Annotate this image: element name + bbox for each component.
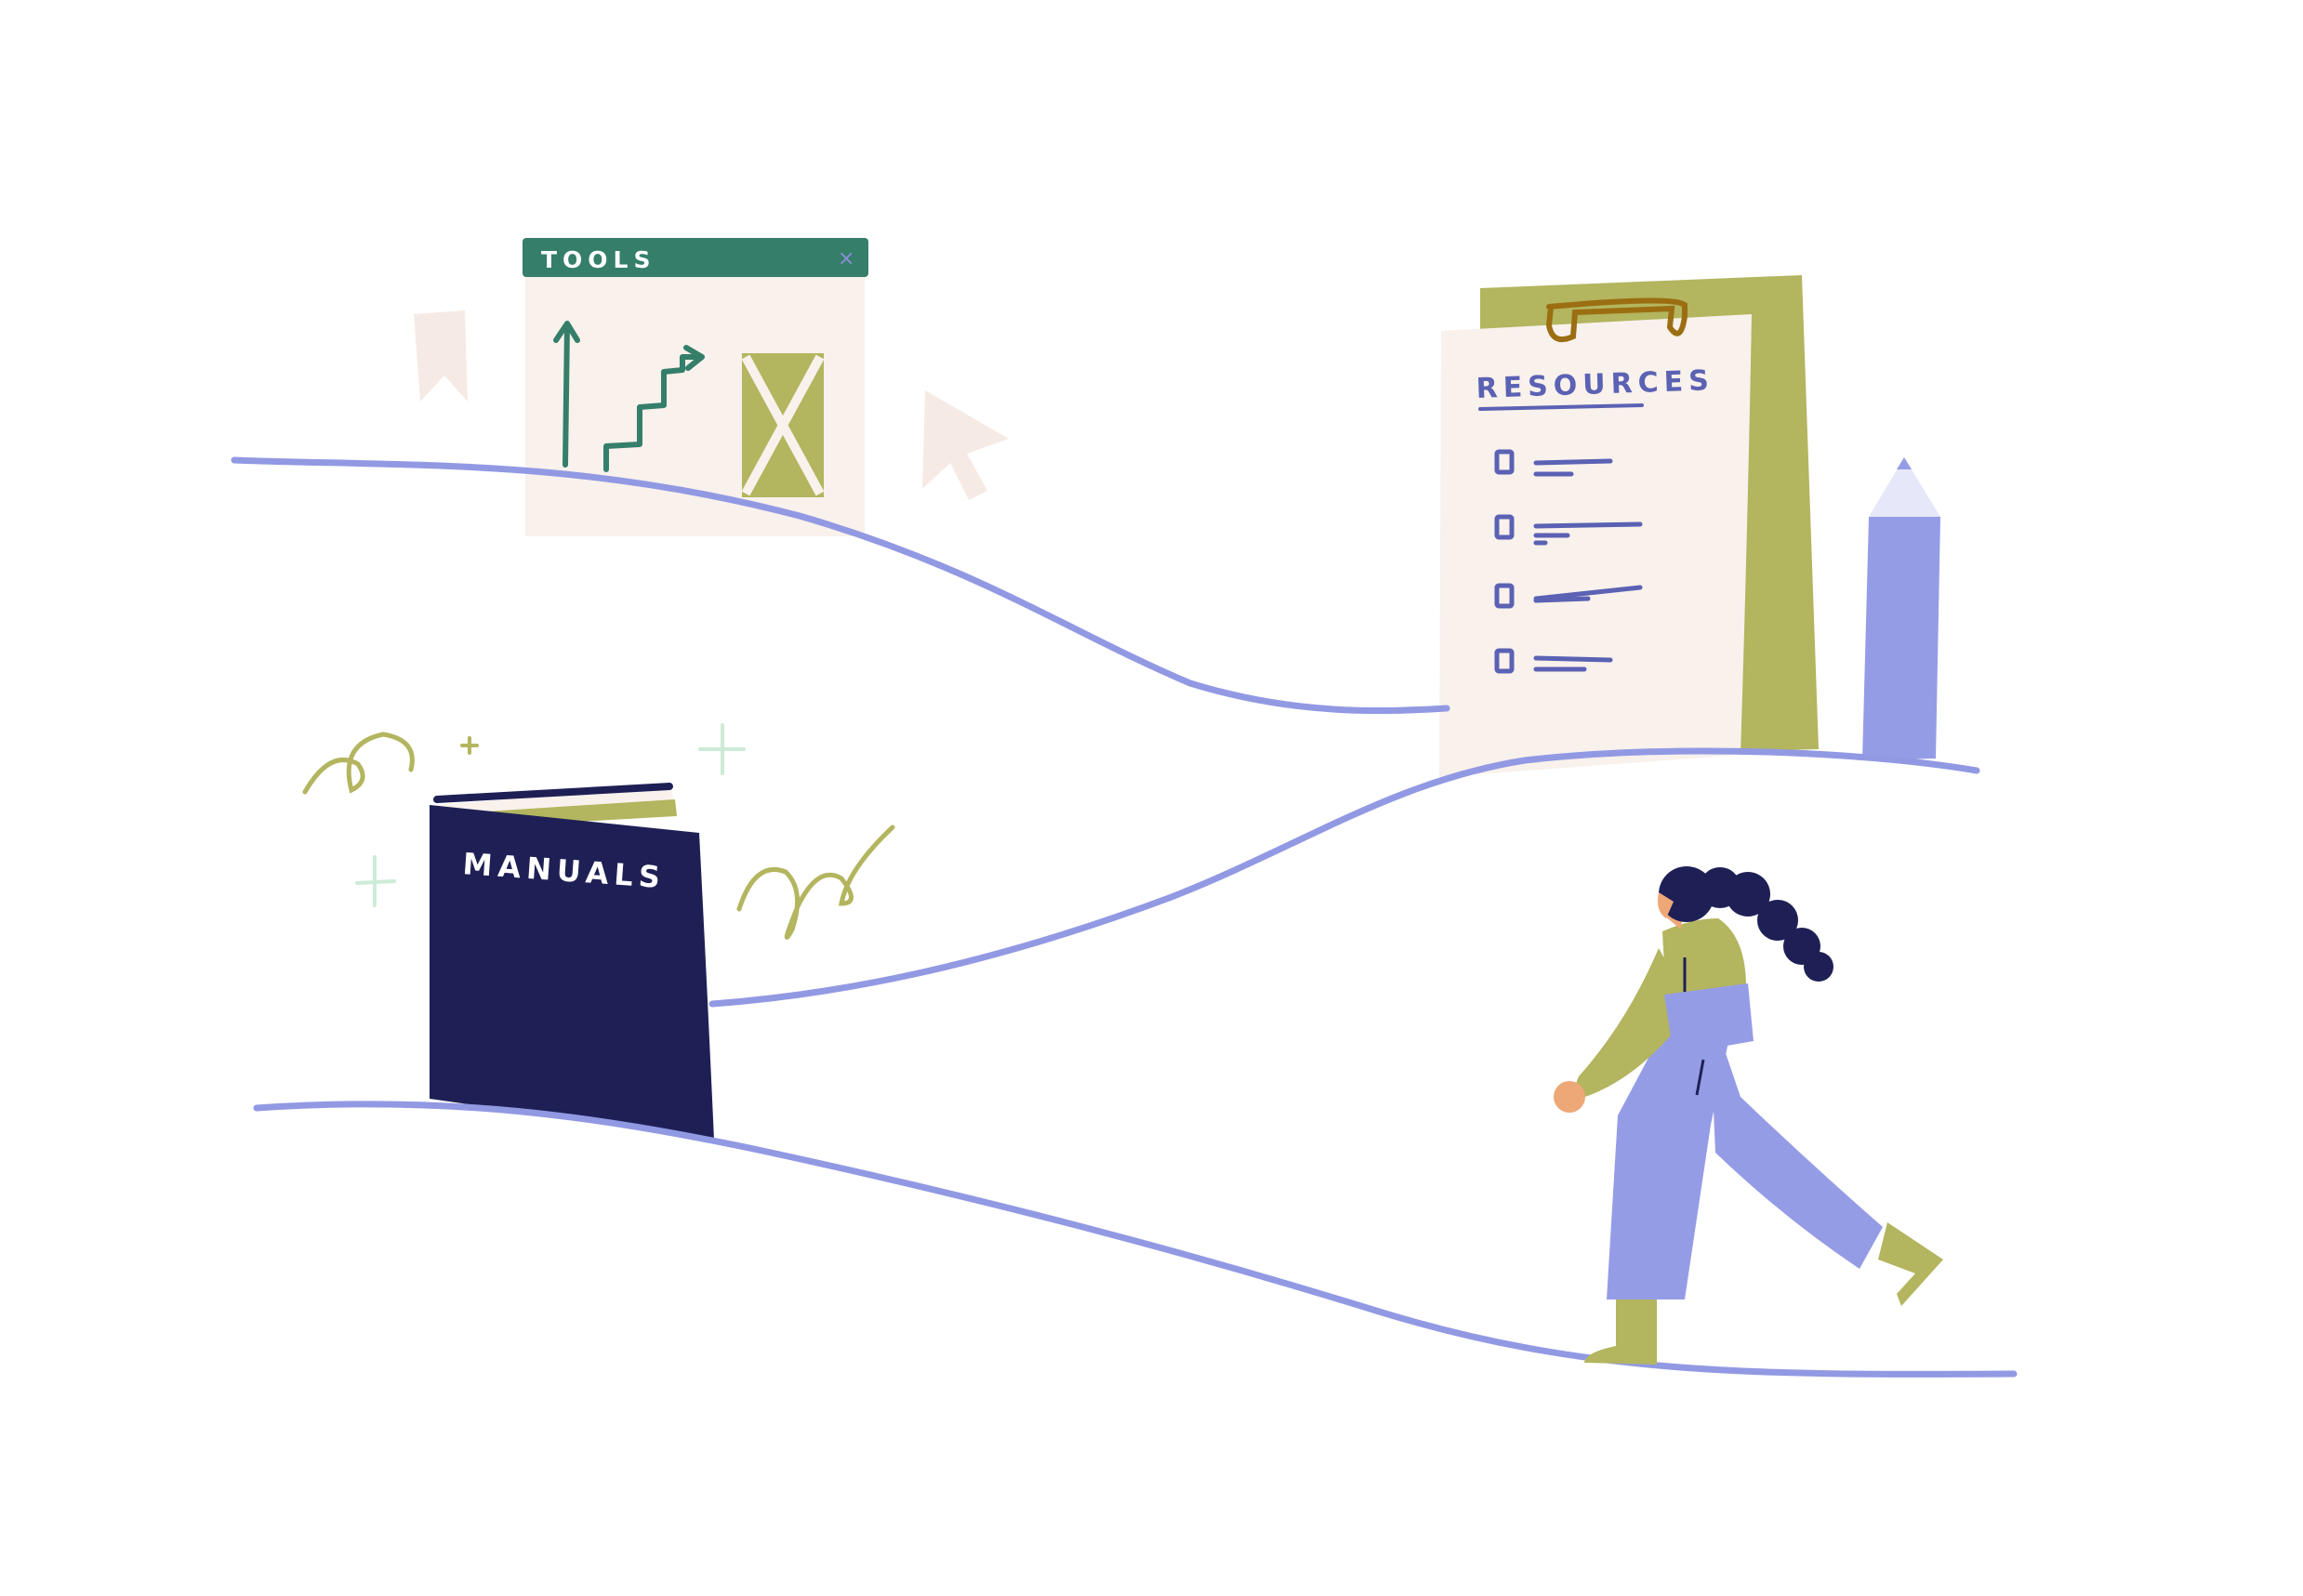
clipboard-clip	[1545, 297, 1688, 342]
bookmark-icon	[414, 310, 468, 402]
walking-woman	[1554, 866, 1943, 1365]
checklist	[1494, 449, 1643, 674]
arrow-up-icon	[553, 321, 580, 468]
bottom-path-line	[253, 1101, 2018, 1378]
path-lines	[231, 456, 2018, 1378]
tools-window-titlebar	[523, 238, 868, 277]
checkbox-icon	[1494, 449, 1515, 475]
squiggle-decoration	[302, 732, 895, 940]
pencil-icon	[1862, 457, 1940, 760]
book-cover	[430, 805, 714, 1140]
checkbox-icon	[1494, 648, 1515, 674]
resources-clipboard: RESOURCES	[1439, 275, 1819, 777]
checkbox-icon	[1494, 514, 1515, 540]
growth-stairs-icon	[603, 345, 705, 472]
tools-window-title: TOOLS	[541, 246, 656, 273]
image-placeholder-icon	[741, 353, 825, 497]
top-path-line	[231, 456, 1450, 715]
close-icon: ×	[838, 247, 854, 270]
middle-path-line	[708, 747, 1980, 1008]
sparkle-icon	[355, 723, 746, 907]
woman-head	[1659, 866, 1714, 922]
manuals-book: MANUALS	[430, 783, 714, 1140]
tools-window: TOOLS ×	[523, 238, 868, 536]
clipboard-paper	[1439, 314, 1752, 777]
checkbox-icon	[1494, 583, 1515, 609]
cursor-icon	[922, 390, 1009, 500]
